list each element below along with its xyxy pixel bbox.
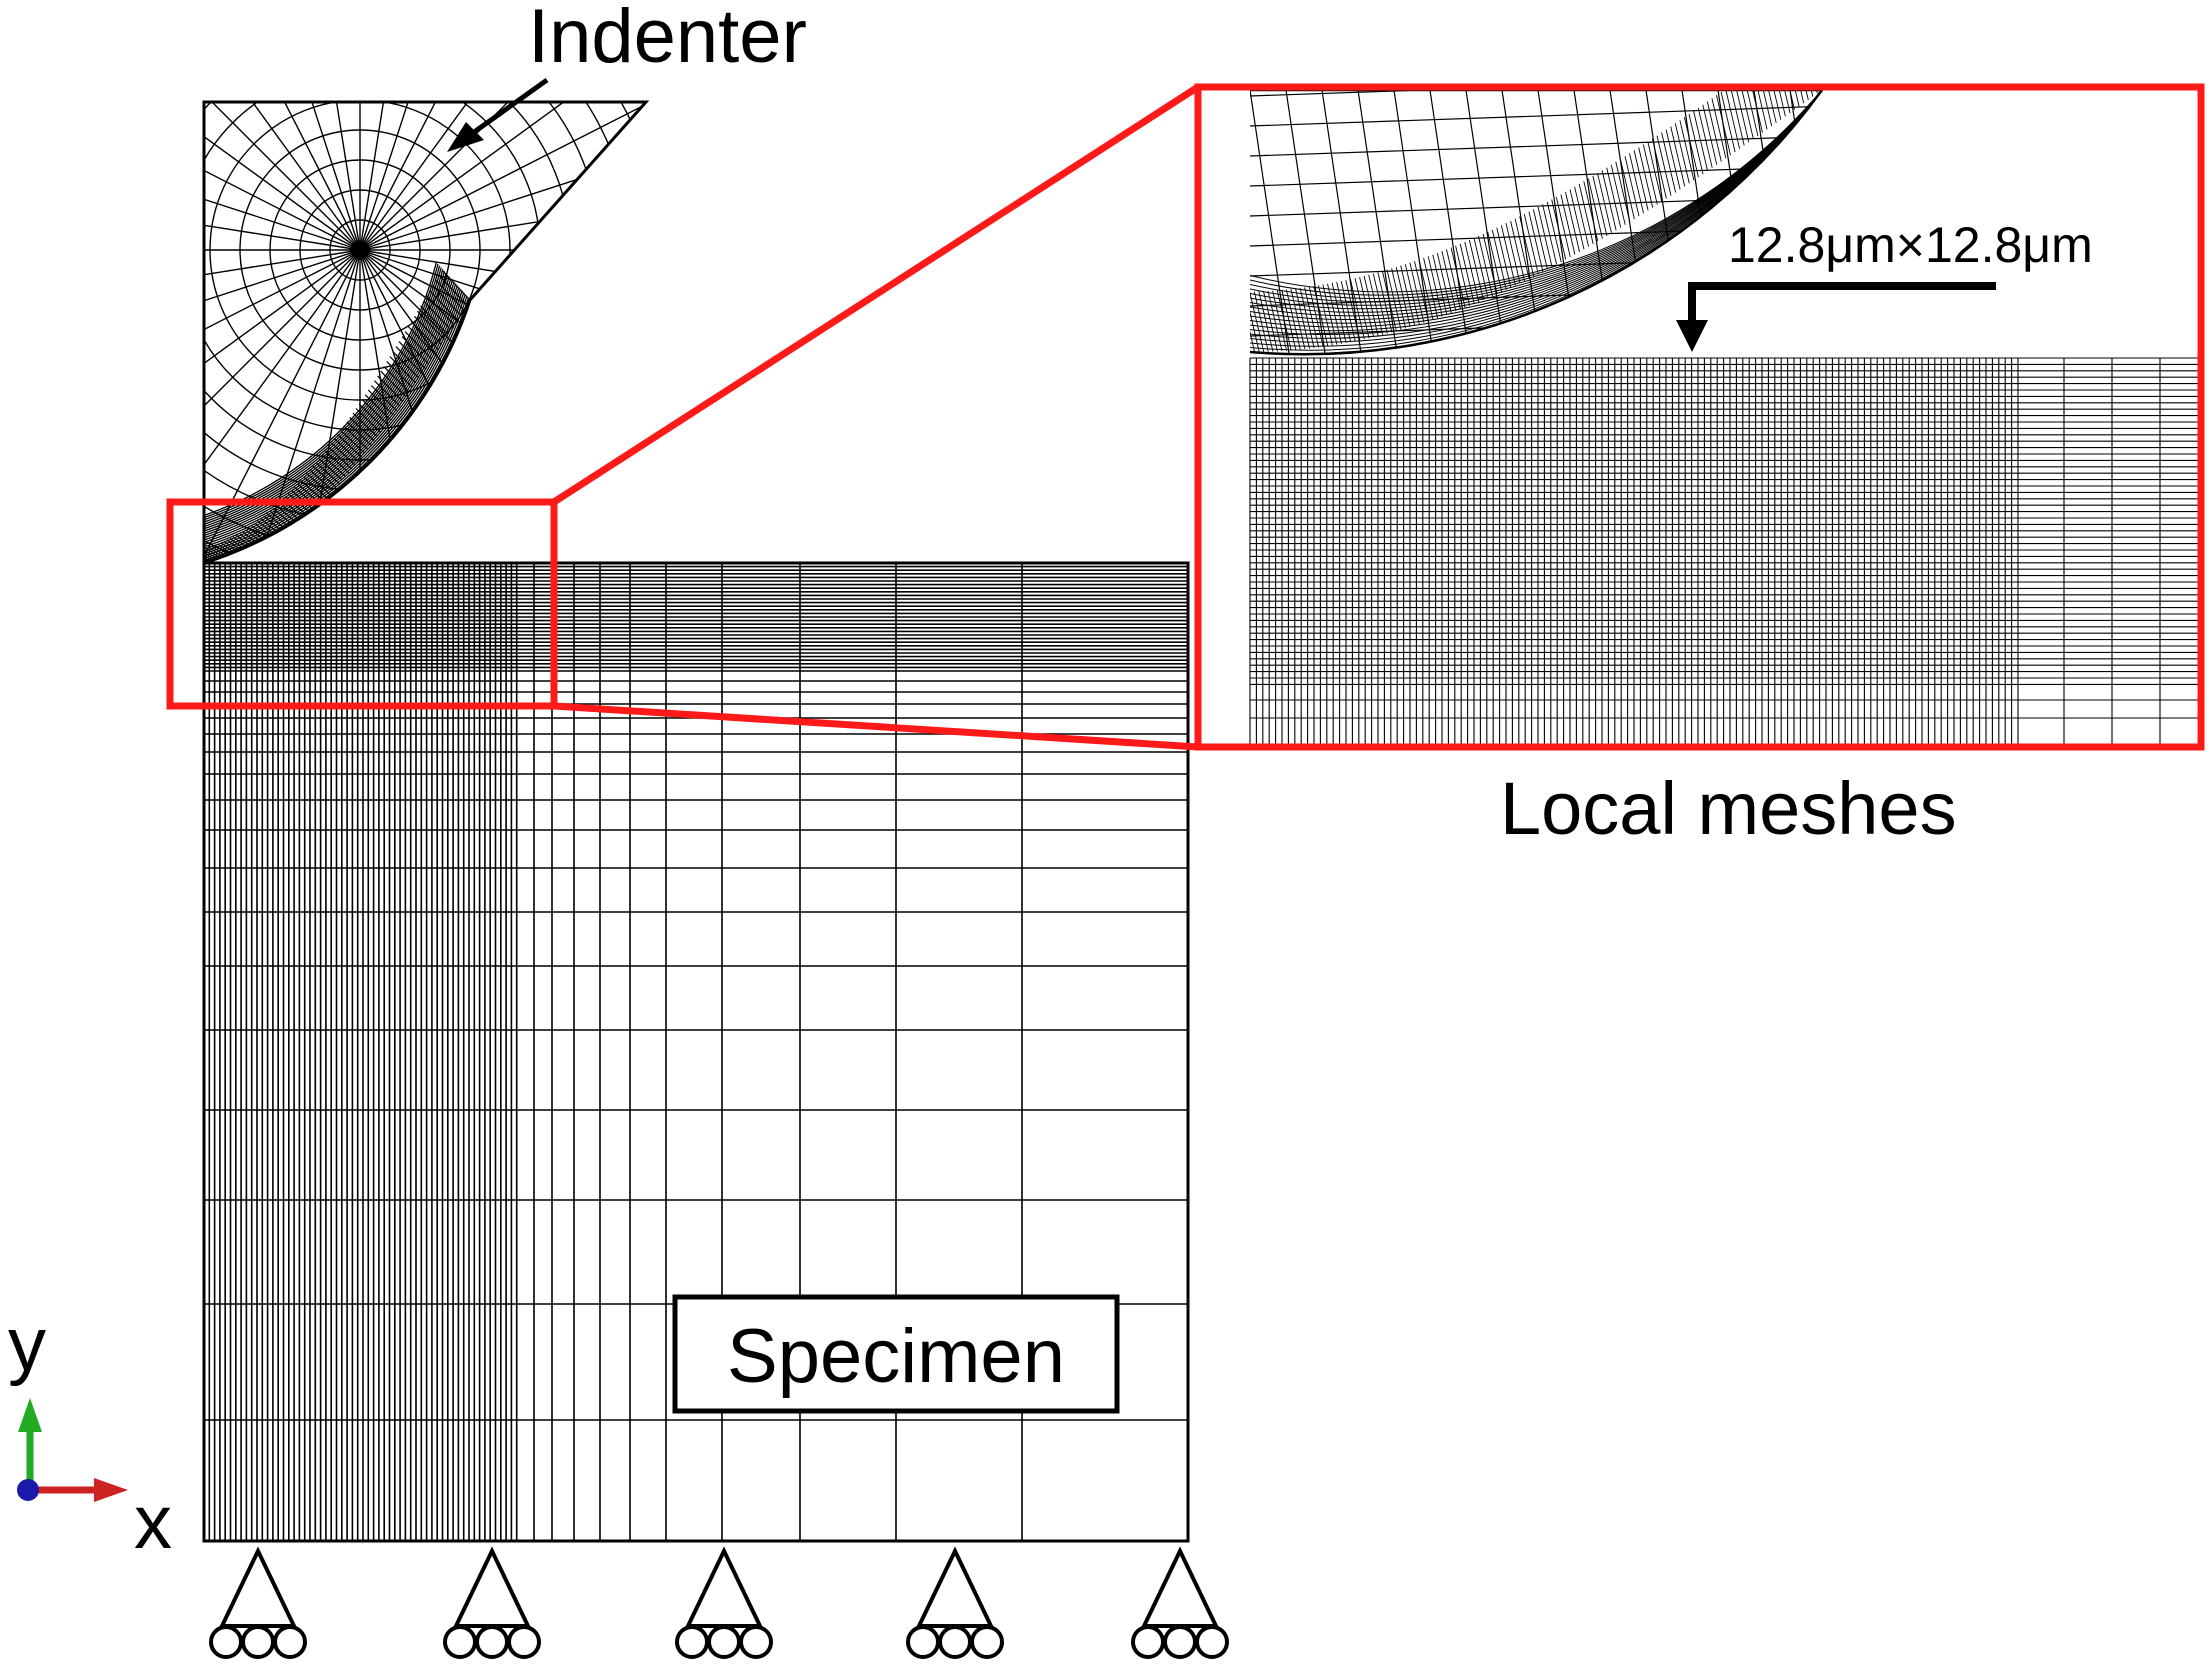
support-roller: [475, 1625, 509, 1659]
indenter-boundary-layer: [204, 297, 470, 562]
specimen-mesh: [202, 561, 1190, 1543]
specimen-label-box: Specimen: [672, 1294, 1120, 1414]
indenter-boundary-layer: [204, 294, 466, 559]
indenter-boundary-layer: [204, 280, 454, 544]
roller-support-icon: [1131, 1546, 1229, 1659]
indenter-boundary-layer: [204, 272, 447, 537]
support-roller: [209, 1625, 243, 1659]
support-roller: [938, 1625, 972, 1659]
inset-indenter-mesh: [1250, 90, 1822, 355]
roller-support-icon: [209, 1546, 307, 1659]
support-roller: [906, 1625, 940, 1659]
indenter-boundary-layer: [204, 265, 441, 530]
support-roller: [1195, 1625, 1229, 1659]
roller-supports: [209, 1546, 1229, 1659]
zoom-target-frame: [1194, 83, 2205, 751]
specimen-boundary: [202, 561, 1190, 1543]
zoom-connector-top: [552, 84, 1200, 505]
support-roller: [739, 1625, 773, 1659]
support-roller: [1163, 1625, 1197, 1659]
indenter-boundary-layer: [204, 269, 444, 534]
support-triangle: [684, 1546, 764, 1628]
indenter-ring: [269, 159, 451, 341]
indenter-boundary-layer: [204, 299, 471, 563]
roller-support-icon: [675, 1546, 773, 1659]
indenter-boundary-ticks: [204, 269, 471, 563]
indenter-boundary-layer: [204, 287, 460, 552]
indenter-label: Indenter: [528, 0, 807, 79]
support-roller: [675, 1625, 709, 1659]
roller-support-icon: [906, 1546, 1004, 1659]
axis-y-label: y: [8, 1302, 46, 1387]
indenter-ring: [209, 102, 511, 401]
support-roller: [273, 1625, 307, 1659]
support-roller: [443, 1625, 477, 1659]
indenter-boundary-layer: [204, 274, 449, 539]
inset-indenter-ticks: [1250, 90, 1822, 353]
support-triangle: [915, 1546, 995, 1628]
support-triangle: [452, 1546, 532, 1628]
indenter-pointer-arrow: [447, 77, 549, 152]
support-roller: [1131, 1625, 1165, 1659]
local-mesh-inset: [1249, 88, 2201, 745]
axis-x-label: x: [134, 1480, 172, 1565]
indenter-ring: [299, 189, 421, 311]
roller-support-icon: [443, 1546, 541, 1659]
indenter-boundary-layer: [204, 262, 438, 526]
local-meshes-label: Local meshes: [1500, 767, 1957, 850]
indenter-boundary-layer: [204, 296, 468, 561]
specimen-label: Specimen: [727, 1314, 1065, 1399]
indenter-boundary-layer: [204, 281, 455, 546]
zoom-connector-bottom: [553, 702, 1199, 751]
indenter-boundary-layer: [204, 278, 452, 543]
indenter-boundary-layer: [204, 276, 450, 541]
zoom-source-frame: [166, 498, 558, 710]
support-triangle: [1140, 1546, 1220, 1628]
element-size-label: 12.8μm×12.8μm: [1728, 217, 2093, 273]
inset-specimen-mesh: [1249, 357, 2201, 745]
support-triangle: [218, 1546, 298, 1628]
indenter-ring: [239, 129, 481, 371]
support-roller: [707, 1625, 741, 1659]
support-roller: [970, 1625, 1004, 1659]
indenter-boundary-layer: [204, 271, 446, 535]
element-size-arrow: [1676, 282, 1996, 352]
indenter-boundary-layer: [204, 283, 457, 548]
inset-indenter-outline: [1249, 88, 1825, 356]
support-roller: [241, 1625, 275, 1659]
support-roller: [507, 1625, 541, 1659]
indenter-ring: [204, 102, 646, 563]
coordinate-triad-icon: y x: [8, 1302, 172, 1565]
indenter-ring: [329, 219, 391, 281]
inset-indenter-layer: [1250, 90, 1822, 293]
indenter-boundary-layer: [204, 263, 439, 528]
indenter-boundary-layer: [204, 285, 458, 550]
zoom-frame-group: [166, 83, 2205, 751]
indenter-boundary-layer: [204, 267, 442, 532]
